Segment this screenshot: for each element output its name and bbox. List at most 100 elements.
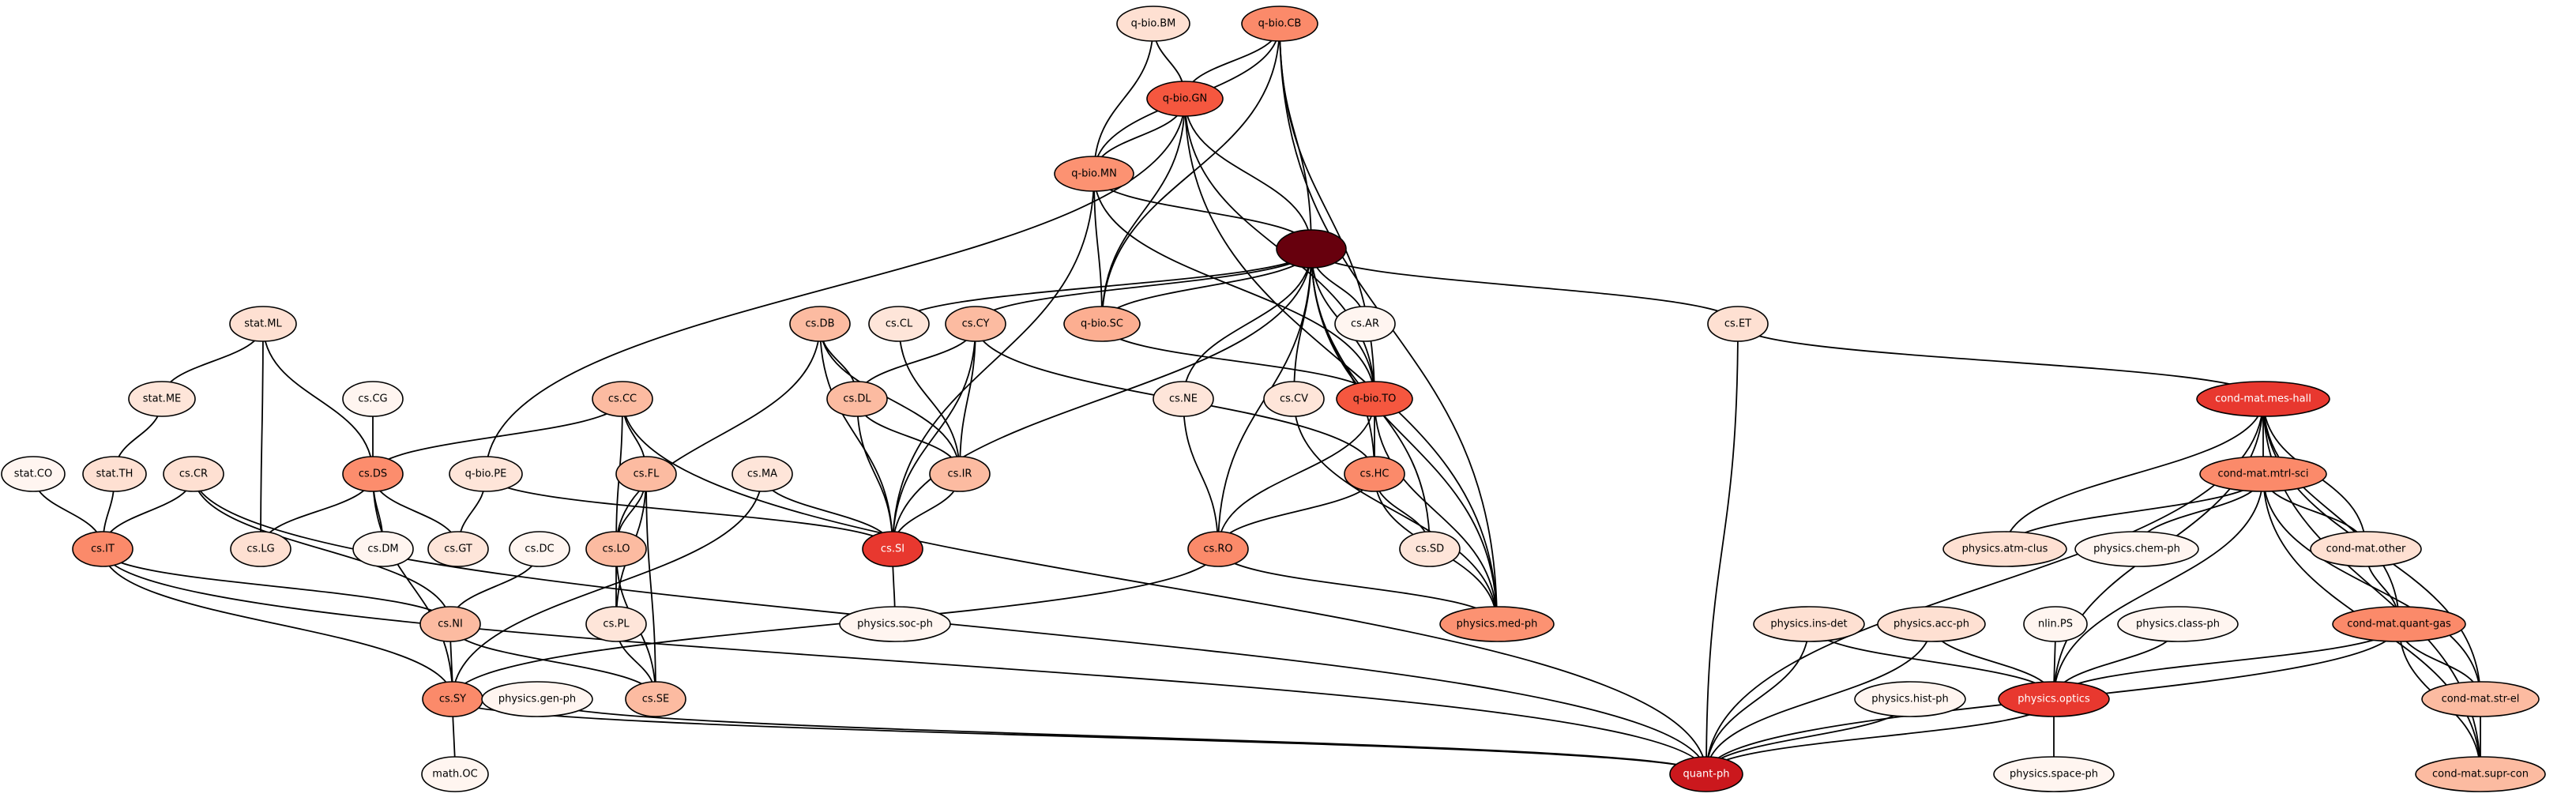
node-label: cs.DL bbox=[843, 393, 871, 405]
node-label: physics.med-ph bbox=[1457, 619, 1538, 630]
node-label: cs.IT bbox=[91, 544, 115, 555]
node-stat-me: stat.ME bbox=[128, 381, 196, 417]
node-cond-mat-mtrl-sci: cond-mat.mtrl-sci bbox=[2199, 456, 2327, 492]
node-label: q-bio.BM bbox=[1131, 18, 1176, 30]
edge-cond-mat-mes-hall-to-physics-atm-clus bbox=[2004, 398, 2264, 550]
node-ellipse bbox=[230, 531, 291, 567]
node-label: cs.NE bbox=[1169, 393, 1198, 405]
node-label: q-bio.TO bbox=[1353, 393, 1397, 405]
edge-q-bio-cb-to-q-bio-sc bbox=[1101, 23, 1280, 325]
node-ellipse bbox=[1, 456, 66, 492]
edge-cs-db-to-cs-lo bbox=[615, 323, 821, 550]
node-label: cs.GT bbox=[444, 544, 472, 555]
node-label: physics.atm-clus bbox=[1962, 544, 2048, 555]
edge-cs-et-to-quant-ph bbox=[1705, 323, 1739, 775]
node-ellipse bbox=[862, 531, 923, 567]
node-cs-hc: cs.HC bbox=[1344, 456, 1405, 492]
node-ellipse bbox=[625, 681, 686, 717]
node-ellipse bbox=[1263, 381, 1325, 417]
node-ellipse bbox=[342, 456, 404, 492]
node-label: cs.CC bbox=[608, 393, 637, 405]
node-ellipse bbox=[868, 306, 930, 342]
node-ellipse bbox=[421, 756, 489, 792]
node-physics-atm-clus: physics.atm-clus bbox=[1942, 531, 2067, 567]
node-cs-dm: cs.DM bbox=[352, 531, 414, 567]
node-physics-ins-det: physics.ins-det bbox=[1753, 606, 1865, 642]
node-ellipse bbox=[2196, 381, 2330, 417]
node-label: cs.CG bbox=[358, 393, 387, 405]
node-label: q-bio.SC bbox=[1081, 318, 1123, 330]
node-cs-cl: cs.CL bbox=[868, 306, 930, 342]
node-ellipse bbox=[1399, 531, 1461, 567]
node-label: quant-ph bbox=[1683, 769, 1730, 781]
node-physics-chem-ph: physics.chem-ph bbox=[2074, 531, 2199, 567]
node-nlin-ps: nlin.PS bbox=[2023, 606, 2088, 642]
node-label: stat.TH bbox=[96, 468, 134, 480]
node-ellipse bbox=[1187, 531, 1249, 567]
node-label: cs.AR bbox=[1351, 318, 1379, 330]
node-cs-sy: cs.SY bbox=[422, 681, 483, 717]
node-cs-ne: cs.NE bbox=[1153, 381, 1214, 417]
node-cond-mat-other: cond-mat.other bbox=[2310, 531, 2422, 567]
edge-stat-ml-to-cs-lg bbox=[260, 323, 264, 550]
node-ellipse bbox=[839, 606, 951, 642]
node-ellipse bbox=[352, 531, 414, 567]
edge-cond-mat-mes-hall-to-cond-mat-quant-gas bbox=[2262, 398, 2400, 625]
node-ellipse bbox=[2421, 681, 2540, 717]
edge-hub-to-cs-ne bbox=[1183, 248, 1312, 400]
node-physics-hist-ph: physics.hist-ph bbox=[1854, 681, 1966, 717]
node-ellipse bbox=[449, 456, 523, 492]
node-ellipse bbox=[481, 681, 593, 717]
node-ellipse bbox=[1344, 456, 1405, 492]
node-quant-ph: quant-ph bbox=[1669, 756, 1743, 792]
node-cs-lo: cs.LO bbox=[585, 531, 647, 567]
node-label: cs.CY bbox=[962, 318, 990, 330]
node-cs-db: cs.DB bbox=[789, 306, 851, 342]
node-ellipse bbox=[163, 456, 224, 492]
node-ellipse bbox=[1993, 756, 2115, 792]
edge-q-bio-mn-to-hub bbox=[1093, 173, 1312, 250]
node-physics-class-ph: physics.class-ph bbox=[2117, 606, 2239, 642]
node-physics-space-ph: physics.space-ph bbox=[1993, 756, 2115, 792]
node-ellipse bbox=[2310, 531, 2422, 567]
node-cs-dc: cs.DC bbox=[509, 531, 570, 567]
node-label: cs.MA bbox=[747, 468, 777, 480]
node-cs-si: cs.SI bbox=[862, 531, 923, 567]
edge-cs-ma-to-cs-sy bbox=[452, 473, 763, 700]
node-label: physics.chem-ph bbox=[2093, 544, 2180, 555]
node-ellipse bbox=[1753, 606, 1865, 642]
node-ellipse bbox=[1669, 756, 1743, 792]
node-label: physics.soc-ph bbox=[857, 619, 933, 630]
node-cs-dl: cs.DL bbox=[826, 381, 888, 417]
node-math-oc: math.OC bbox=[421, 756, 489, 792]
node-label: physics.acc-ph bbox=[1893, 619, 1969, 630]
edge-physics-gen-ph-to-quant-ph bbox=[536, 698, 1707, 775]
node-label: cs.SD bbox=[1416, 544, 1444, 555]
node-ellipse bbox=[2415, 756, 2546, 792]
node-label: physics.hist-ph bbox=[1871, 694, 1949, 705]
node-label: cs.LO bbox=[602, 544, 630, 555]
node-stat-ml: stat.ML bbox=[229, 306, 297, 342]
node-q-bio-to: q-bio.TO bbox=[1336, 381, 1413, 417]
node-label: cs.PL bbox=[603, 619, 630, 630]
node-cs-it: cs.IT bbox=[72, 531, 134, 567]
node-label: cs.HC bbox=[1360, 468, 1390, 480]
node-label: stat.ML bbox=[244, 318, 282, 330]
node-stat-co: stat.CO bbox=[1, 456, 66, 492]
node-ellipse bbox=[1942, 531, 2067, 567]
edge-cs-ds-to-cs-sy bbox=[372, 473, 453, 700]
edge-q-bio-to-to-cs-ro bbox=[1217, 398, 1375, 550]
node-ellipse bbox=[585, 606, 647, 642]
node-physics-acc-ph: physics.acc-ph bbox=[1877, 606, 1986, 642]
node-cs-ma: cs.MA bbox=[731, 456, 793, 492]
node-q-bio-sc: q-bio.SC bbox=[1063, 306, 1141, 342]
node-ellipse bbox=[1063, 306, 1141, 342]
node-q-bio-gn: q-bio.GN bbox=[1146, 81, 1224, 117]
edge-cs-cv-to-physics-med-ph bbox=[1293, 398, 1498, 625]
edge-cond-mat-mtrl-sci-to-cond-mat-str-el bbox=[2262, 473, 2481, 700]
edge-cs-ne-to-cs-ro bbox=[1183, 398, 1219, 550]
node-ellipse bbox=[1998, 681, 2110, 717]
edge-q-bio-sc-to-q-bio-to bbox=[1101, 323, 1375, 400]
node-physics-gen-ph: physics.gen-ph bbox=[481, 681, 593, 717]
